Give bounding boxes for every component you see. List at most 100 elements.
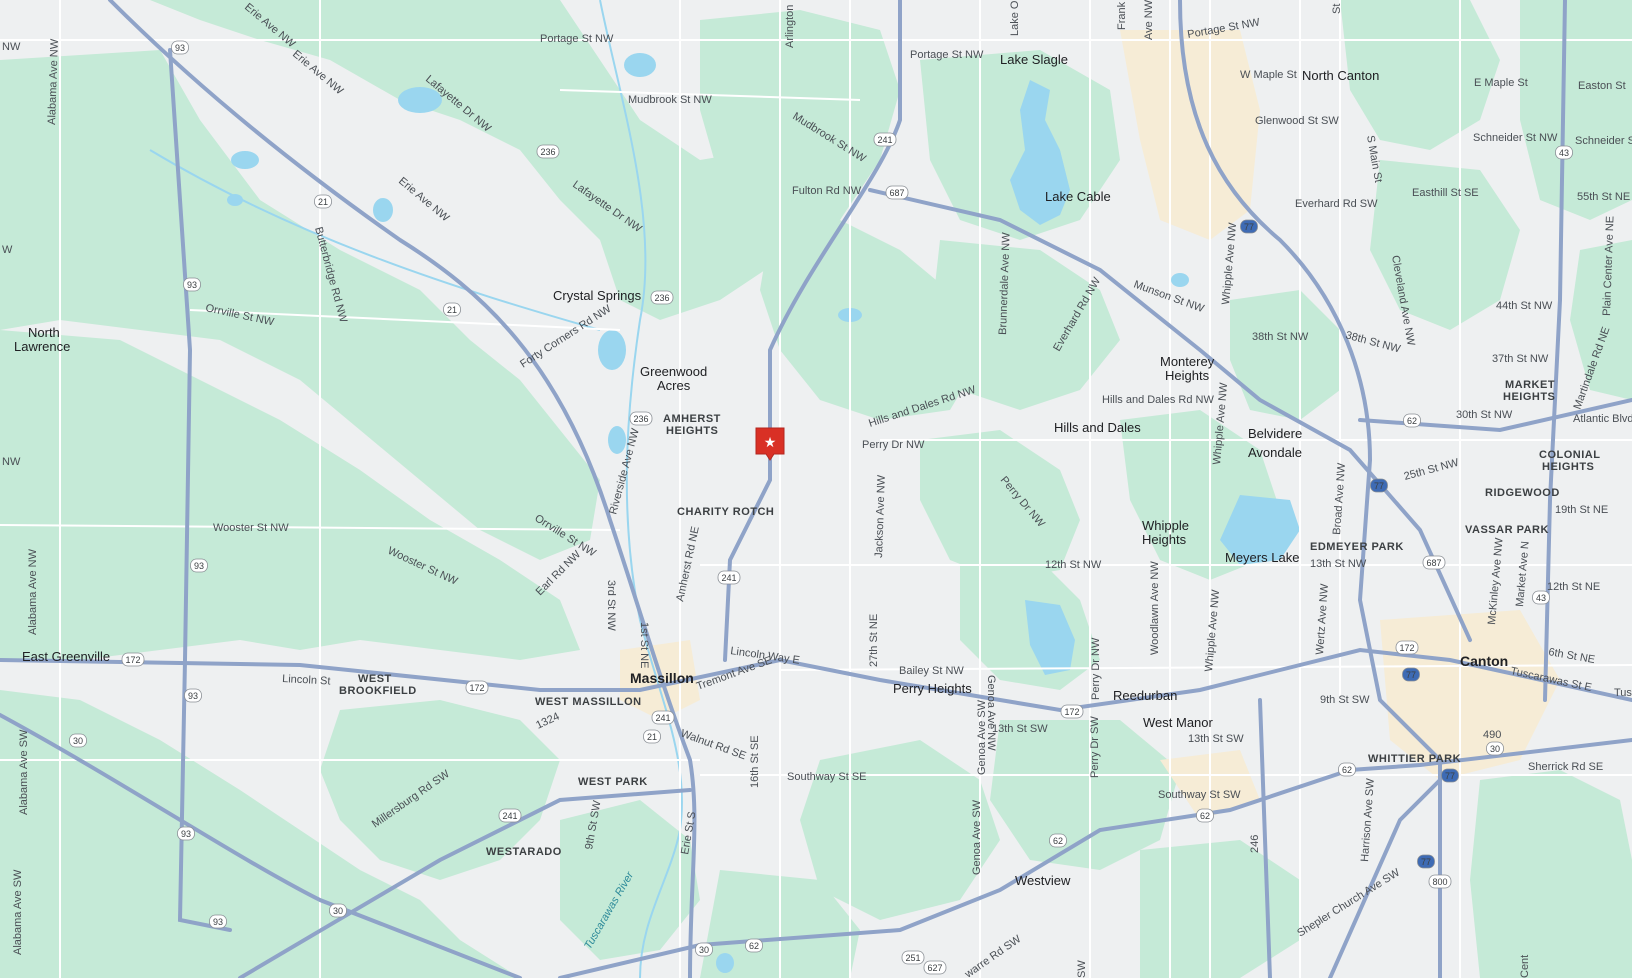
- road-label: 27th St NE: [868, 614, 880, 667]
- road-label: Mudbrook St NW: [628, 94, 712, 106]
- label-canton: Canton: [1460, 653, 1508, 669]
- route-shield-number: 21: [318, 197, 328, 207]
- route-shield-number: 62: [1407, 416, 1417, 426]
- label-amherst-heights-2: HEIGHTS: [666, 425, 718, 437]
- road-label: 55th St NE: [1577, 191, 1630, 203]
- label-charity-rotch: CHARITY ROTCH: [677, 506, 774, 518]
- label-meyers-lake: Meyers Lake: [1225, 550, 1299, 565]
- route-shield-number: 93: [188, 691, 198, 701]
- label-west-manor: West Manor: [1143, 715, 1214, 730]
- route-shield-number: 77: [1374, 481, 1384, 491]
- road-label: Harrison Ave SW: [1359, 777, 1377, 862]
- road-label: W Maple St: [1240, 69, 1297, 81]
- label-whittier-park: WHITTIER PARK: [1368, 753, 1461, 765]
- road-label: Portage St NW: [910, 49, 984, 61]
- route-shield-number: 172: [125, 655, 140, 665]
- label-belvidere-avondale-2: Avondale: [1248, 445, 1302, 460]
- route-shield: 236: [650, 290, 674, 305]
- route-shield-number: 236: [540, 147, 555, 157]
- route-shield: 30: [695, 942, 713, 957]
- route-shield-number: 77: [1445, 771, 1455, 781]
- route-shield-number: 21: [647, 732, 657, 742]
- route-shield-number: 77: [1406, 670, 1416, 680]
- route-shield: 30: [1486, 741, 1504, 756]
- route-shield-number: 30: [699, 945, 709, 955]
- road-label: Market Ave N: [1514, 541, 1532, 608]
- label-whipple-heights: Whipple: [1142, 518, 1189, 533]
- road-label: Alabama Ave SW: [18, 729, 30, 815]
- label-ridgewood: RIDGEWOOD: [1485, 487, 1560, 499]
- road-label: Lincoln St: [282, 673, 331, 688]
- road-label: Wertz Ave NW: [1314, 583, 1331, 655]
- label-belvidere-avondale: Belvidere: [1248, 426, 1302, 441]
- place-labels: Lake Slagle North Canton Lake Cable Crys…: [14, 52, 1600, 888]
- label-east-greenville: East Greenville: [22, 649, 110, 664]
- route-shield: 687: [885, 185, 909, 200]
- road-label: Alabama Ave NW: [46, 38, 61, 125]
- route-shield: 77: [1240, 219, 1258, 234]
- road-label: Brunnerdale Ave NW: [997, 232, 1013, 335]
- road-label: Perry Dr NW: [1090, 637, 1102, 700]
- route-shield-number: 241: [877, 135, 892, 145]
- route-shield: 241: [498, 808, 522, 823]
- route-shield: 43: [1555, 145, 1573, 160]
- route-shield: 93: [190, 558, 208, 573]
- label-west-park: WEST PARK: [578, 776, 648, 788]
- road-label: Easthill St SE: [1412, 187, 1479, 199]
- label-monterey-heights-2: Heights: [1165, 368, 1210, 383]
- road-label: W: [2, 244, 13, 256]
- label-westarado: WESTARADO: [486, 846, 562, 858]
- route-shield: 62: [1403, 413, 1421, 428]
- route-shield: 241: [651, 710, 675, 725]
- route-shield-number: 77: [1244, 222, 1254, 232]
- route-shield: 93: [209, 914, 227, 929]
- route-shield-number: 241: [502, 811, 517, 821]
- label-crystal-springs: Crystal Springs: [553, 288, 642, 303]
- star-icon: ★: [764, 434, 777, 450]
- road-label: Plain Center Ave NE: [1601, 216, 1616, 316]
- route-shield: 77: [1402, 667, 1420, 682]
- route-shield-number: 236: [654, 293, 669, 303]
- route-shield: 687: [1422, 555, 1446, 570]
- road-label: Alabama Ave NW: [27, 548, 39, 635]
- road-label: Jackson Ave NW: [873, 474, 888, 558]
- road-label: Fulton Rd NW: [792, 185, 862, 197]
- road-label: 9th St SW: [1320, 694, 1370, 706]
- route-shield: 236: [629, 411, 653, 426]
- route-shield: 77: [1370, 478, 1388, 493]
- label-north-lawrence-2: Lawrence: [14, 339, 70, 354]
- route-shield-number: 62: [749, 941, 759, 951]
- road-label: Wooster St NW: [213, 522, 289, 534]
- road-label: Tusc: [1614, 687, 1632, 699]
- road-label: 13th St SW: [992, 723, 1048, 735]
- route-shield: 21: [314, 194, 332, 209]
- label-north-lawrence: North: [28, 325, 60, 340]
- road-label: St NW: [1331, 0, 1343, 14]
- route-shield-number: 93: [175, 43, 185, 53]
- road-label: Genoa Ave SW: [976, 699, 988, 775]
- location-marker[interactable]: ★: [755, 427, 785, 461]
- road-label: NW: [2, 456, 21, 468]
- road-label: 38th St NW: [1252, 331, 1309, 343]
- road-label: Everhard Rd SW: [1295, 198, 1378, 210]
- route-shield: 172: [1060, 704, 1084, 719]
- label-west-brookfield: WEST: [358, 673, 392, 685]
- label-lake-cable: Lake Cable: [1045, 189, 1111, 204]
- label-amherst-heights: AMHERST: [663, 413, 721, 425]
- route-shield-number: 93: [187, 280, 197, 290]
- route-shield-number: 21: [447, 305, 457, 315]
- label-westview: Westview: [1015, 873, 1071, 888]
- route-shield-number: 172: [1064, 707, 1079, 717]
- label-west-brookfield-2: BROOKFIELD: [339, 685, 417, 697]
- route-shield: 30: [69, 733, 87, 748]
- urban-areas: [620, 30, 1560, 820]
- label-north-canton: North Canton: [1302, 68, 1379, 83]
- road-label: 16th St SE: [749, 735, 761, 788]
- route-shield: 800: [1428, 874, 1452, 889]
- label-colonial-heights: COLONIAL: [1539, 449, 1600, 461]
- road-label: SW: [1076, 960, 1088, 978]
- road-label: Genoa Ave SW: [971, 799, 983, 875]
- road-label: Hills and Dales Rd NW: [1102, 394, 1214, 406]
- road-label: Genoa Ave NW: [985, 675, 997, 751]
